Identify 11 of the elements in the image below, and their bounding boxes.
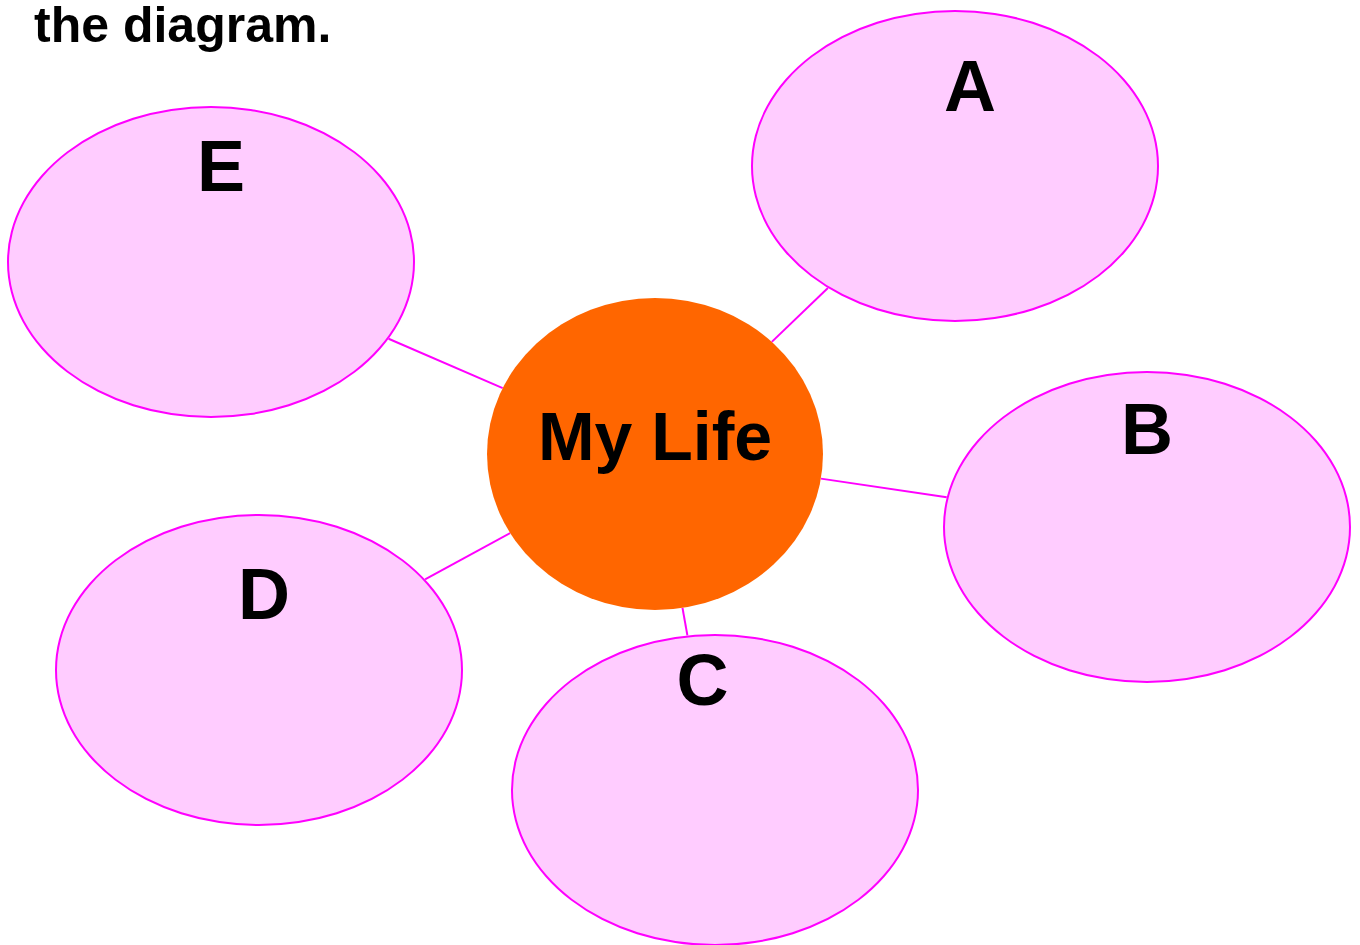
connector-line [819,477,948,499]
node-label: D [238,558,290,630]
node-label: B [1121,393,1173,465]
connector-line [681,606,689,637]
connector-line [424,532,512,581]
node-label: E [197,130,245,202]
connector-line [770,287,829,343]
connector-line [387,337,504,390]
title: the diagram. [34,0,332,54]
node-label: C [676,644,729,716]
node-label: A [944,50,996,122]
